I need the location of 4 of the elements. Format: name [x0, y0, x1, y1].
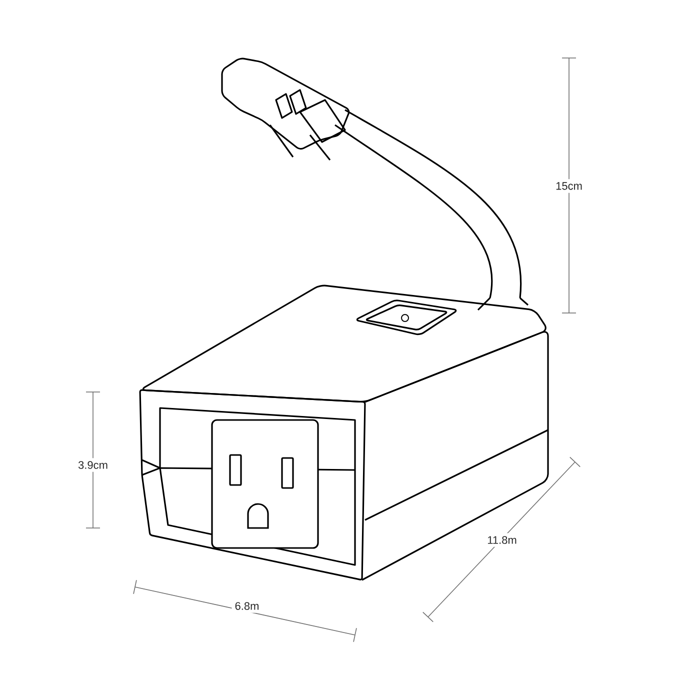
dimension-label: 11.8m [484, 533, 520, 547]
dimension-label: 3.9cm [75, 458, 111, 472]
dimension-label: 15cm [552, 179, 586, 193]
dimension-label: 6.8m [232, 599, 262, 613]
